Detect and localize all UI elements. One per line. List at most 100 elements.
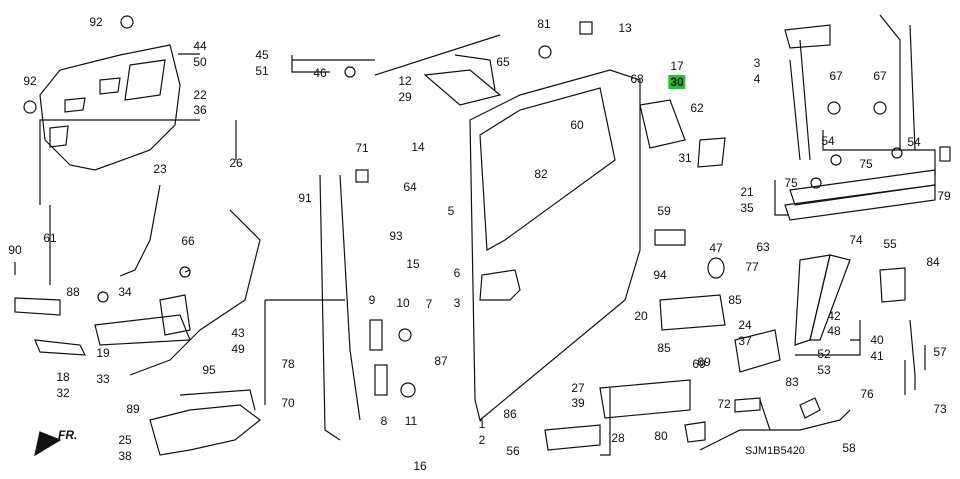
part-callout-56: 56 (506, 444, 520, 458)
part-callout-67: 67 (829, 69, 843, 83)
part-callout-6: 6 (453, 266, 461, 280)
part-callout-36: 36 (193, 103, 207, 117)
part-callout-13: 13 (618, 21, 632, 35)
part-callout-45: 45 (255, 48, 269, 62)
part-callout-71: 71 (355, 141, 369, 155)
part-callout-2: 2 (478, 433, 486, 447)
part-callout-89: 89 (126, 402, 140, 416)
part-callout-18: 18 (56, 370, 70, 384)
part-callout-34: 34 (118, 285, 132, 299)
part-callout-48: 48 (827, 324, 841, 338)
part-callout-60: 60 (570, 118, 584, 132)
part-callout-54: 54 (907, 135, 921, 149)
part-callout-94: 94 (653, 268, 667, 282)
part-callout-46: 46 (313, 66, 327, 80)
part-callout-51: 51 (255, 64, 269, 78)
part-callout-3: 3 (753, 56, 761, 70)
part-callout-42: 42 (827, 309, 841, 323)
part-callout-65: 65 (496, 55, 510, 69)
part-callout-10: 10 (396, 296, 410, 310)
part-callout-28: 28 (611, 431, 625, 445)
part-callout-84: 84 (926, 255, 940, 269)
part-callout-90: 90 (8, 243, 22, 257)
front-direction-marker: FR. (58, 428, 78, 442)
part-callout-63: 63 (756, 240, 770, 254)
part-callout-41: 41 (870, 349, 884, 363)
part-callout-53: 53 (817, 363, 831, 377)
part-callout-50: 50 (193, 55, 207, 69)
part-callout-59: 59 (657, 204, 671, 218)
part-callout-69: 69 (692, 357, 706, 371)
part-callout-62: 62 (690, 101, 704, 115)
part-callout-9: 9 (368, 293, 376, 307)
part-callout-8: 8 (380, 414, 388, 428)
part-callout-14: 14 (411, 140, 425, 154)
part-callout-17: 17 (670, 59, 684, 73)
part-callout-68: 68 (630, 72, 644, 86)
part-callout-85: 85 (728, 293, 742, 307)
part-callout-22: 22 (193, 88, 207, 102)
part-callout-33: 33 (96, 372, 110, 386)
part-callout-54: 54 (821, 134, 835, 148)
part-callout-39: 39 (571, 396, 585, 410)
part-callout-79: 79 (937, 189, 951, 203)
diagram-code: SJM1B5420 (745, 445, 805, 457)
part-callout-26: 26 (229, 156, 243, 170)
part-callout-35: 35 (740, 201, 754, 215)
part-callout-29: 29 (398, 90, 412, 104)
part-callout-86: 86 (503, 407, 517, 421)
part-callout-11: 11 (404, 414, 418, 428)
part-callout-91: 91 (298, 191, 312, 205)
part-callout-75: 75 (859, 157, 873, 171)
part-callout-44: 44 (193, 39, 207, 53)
part-callout-73: 73 (933, 402, 947, 416)
part-callout-70: 70 (281, 396, 295, 410)
part-callout-38: 38 (118, 449, 132, 463)
part-callout-61: 61 (43, 231, 57, 245)
part-callout-1: 1 (478, 417, 486, 431)
part-callout-47: 47 (709, 241, 723, 255)
part-callout-5: 5 (447, 204, 455, 218)
part-callout-87: 87 (434, 354, 448, 368)
part-callout-75: 75 (784, 176, 798, 190)
part-callout-81: 81 (537, 17, 551, 31)
part-callout-69: 69 (697, 355, 711, 369)
part-callout-37: 37 (738, 334, 752, 348)
part-callout-20: 20 (634, 309, 648, 323)
part-callout-95: 95 (202, 363, 216, 377)
part-callout-78: 78 (281, 357, 295, 371)
part-callout-23: 23 (153, 162, 167, 176)
part-callout-93: 93 (389, 229, 403, 243)
part-callout-25: 25 (118, 433, 132, 447)
part-callout-15: 15 (406, 257, 420, 271)
part-callout-92: 92 (89, 15, 103, 29)
part-callout-12: 12 (398, 74, 412, 88)
part-callout-31: 31 (678, 151, 692, 165)
part-callout-52: 52 (817, 347, 831, 361)
part-callout-80: 80 (654, 429, 668, 443)
part-callout-3: 3 (453, 296, 461, 310)
part-callout-72: 72 (717, 397, 731, 411)
part-callout-67: 67 (873, 69, 887, 83)
part-callout-30: 30 (668, 75, 686, 89)
part-callout-58: 58 (842, 441, 856, 455)
part-callout-21: 21 (740, 185, 754, 199)
part-callout-88: 88 (66, 285, 80, 299)
part-callout-66: 66 (181, 234, 195, 248)
part-callout-16: 16 (413, 459, 427, 473)
part-callout-32: 32 (56, 386, 70, 400)
part-callout-49: 49 (231, 342, 245, 356)
part-callout-4: 4 (753, 72, 761, 86)
part-callout-92: 92 (23, 74, 37, 88)
part-callout-24: 24 (738, 318, 752, 332)
part-callout-27: 27 (571, 381, 585, 395)
part-callout-19: 19 (96, 346, 110, 360)
part-callout-7: 7 (425, 297, 433, 311)
part-callout-77: 77 (745, 260, 759, 274)
part-callout-76: 76 (860, 387, 874, 401)
part-callout-57: 57 (933, 345, 947, 359)
part-callout-85: 85 (657, 341, 671, 355)
part-callout-43: 43 (231, 326, 245, 340)
